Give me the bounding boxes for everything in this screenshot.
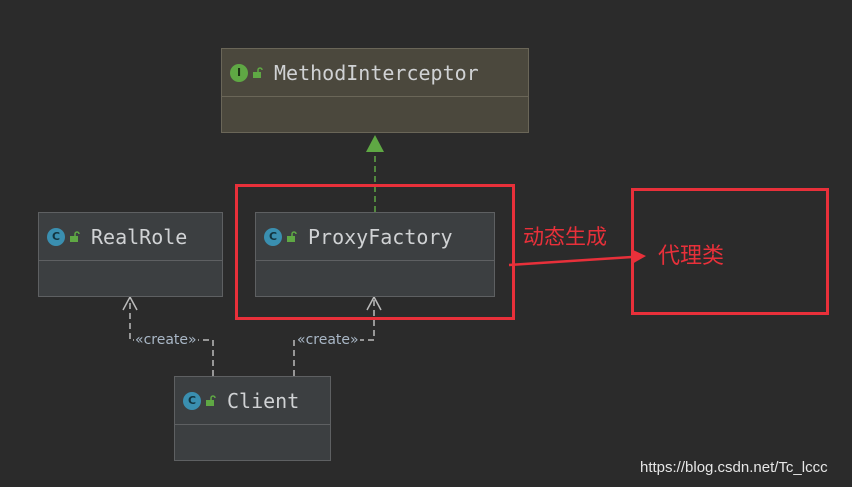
create-line-realrole: [129, 297, 214, 376]
proxy-factory-highlight-box: [235, 184, 515, 320]
class-node-header: I MethodInterceptor: [222, 49, 528, 97]
proxy-class-highlight-box: [631, 188, 829, 315]
interface-icon: I: [230, 63, 248, 82]
unlocked-icon: [287, 230, 297, 242]
create-stereotype-label: «create»: [134, 332, 198, 348]
class-node-real-role[interactable]: C RealRole: [38, 212, 223, 297]
dynamic-generation-arrow: [508, 255, 633, 267]
class-name: MethodInterceptor: [274, 60, 479, 85]
class-icon: C: [47, 227, 65, 246]
dynamic-generation-label: 动态生成: [523, 225, 607, 249]
unlocked-icon: [70, 230, 80, 242]
class-name: RealRole: [91, 224, 188, 249]
class-node-method-interceptor[interactable]: I MethodInterceptor: [221, 48, 529, 133]
runnable-class-icon: C: [183, 391, 201, 410]
create-stereotype-label: «create»: [296, 332, 360, 348]
class-node-proxy-factory[interactable]: C ProxyFactory: [255, 212, 495, 297]
class-icon: C: [264, 227, 282, 246]
class-node-client[interactable]: C Client: [174, 376, 331, 461]
unlocked-icon: [253, 66, 263, 78]
create-arrowhead-realrole: [122, 295, 138, 311]
proxy-class-label: 代理类: [658, 244, 725, 269]
unlocked-icon: [206, 394, 216, 406]
class-node-header: C RealRole: [39, 213, 222, 261]
class-node-header: C Client: [175, 377, 330, 425]
create-arrowhead-proxyfactory: [366, 295, 382, 311]
dynamic-generation-arrowhead: [631, 249, 646, 264]
class-name: ProxyFactory: [308, 224, 453, 249]
class-name: Client: [227, 388, 300, 413]
class-node-header: C ProxyFactory: [256, 213, 494, 261]
watermark-url: https://blog.csdn.net/Tc_lccc: [640, 459, 828, 476]
implements-arrowhead: [366, 135, 384, 152]
